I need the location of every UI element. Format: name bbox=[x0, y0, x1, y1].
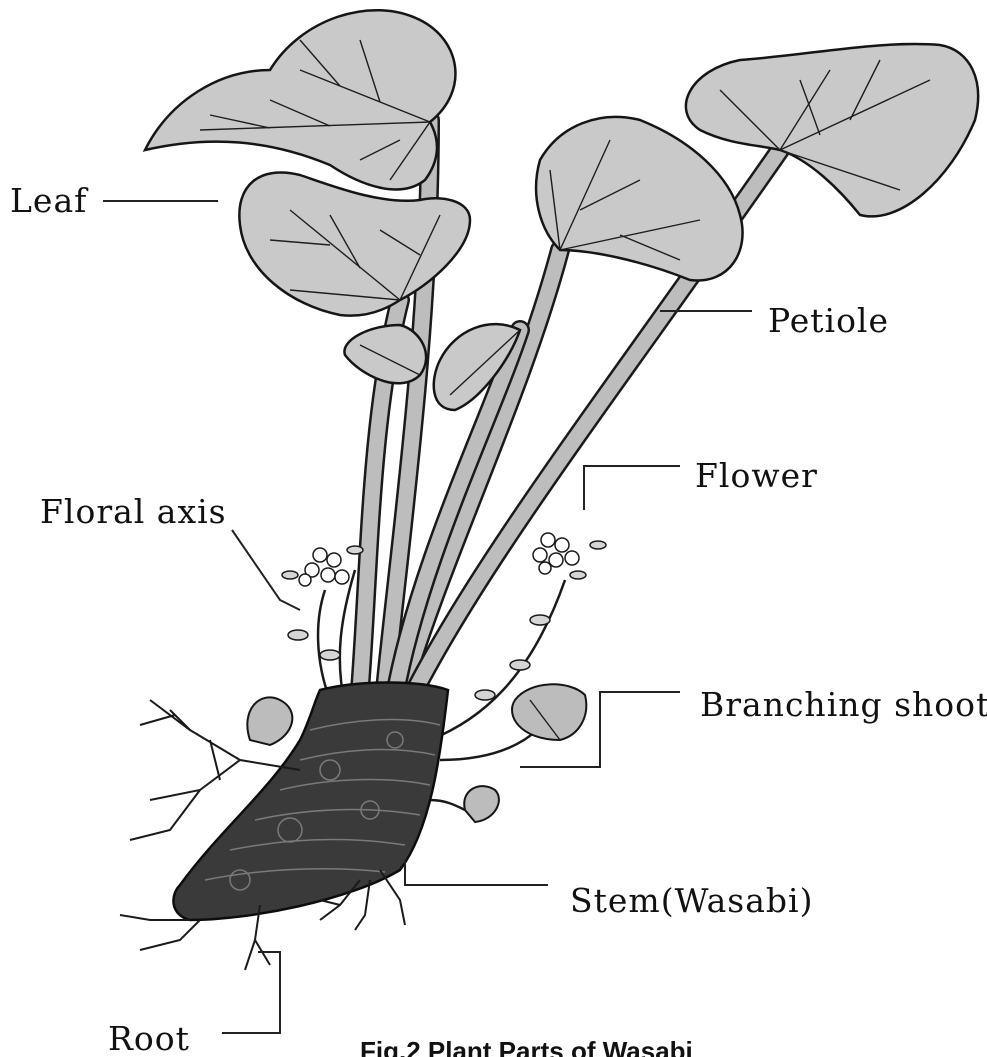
label-floral-axis: Floral axis bbox=[40, 492, 227, 531]
label-root: Root bbox=[108, 1019, 190, 1057]
labels: Leaf Petiole Flower Floral axis Branchin… bbox=[10, 181, 987, 1057]
label-branching-shoot: Branching shoot bbox=[700, 685, 987, 724]
figure-caption: Fig.2 Plant Parts of Wasabi bbox=[360, 1036, 693, 1057]
leaf-top-left bbox=[145, 10, 455, 189]
leader-stem bbox=[405, 860, 548, 885]
leaves bbox=[145, 10, 978, 410]
leader-flower bbox=[584, 466, 680, 510]
flower-cluster-right bbox=[533, 533, 606, 579]
leaf-small-left bbox=[344, 325, 426, 383]
label-flower: Flower bbox=[695, 456, 818, 495]
leader-floral-axis bbox=[232, 530, 300, 610]
label-leaf: Leaf bbox=[10, 181, 89, 220]
label-stem: Stem(Wasabi) bbox=[570, 881, 813, 920]
label-petiole: Petiole bbox=[768, 301, 889, 340]
leader-root bbox=[222, 952, 280, 1033]
